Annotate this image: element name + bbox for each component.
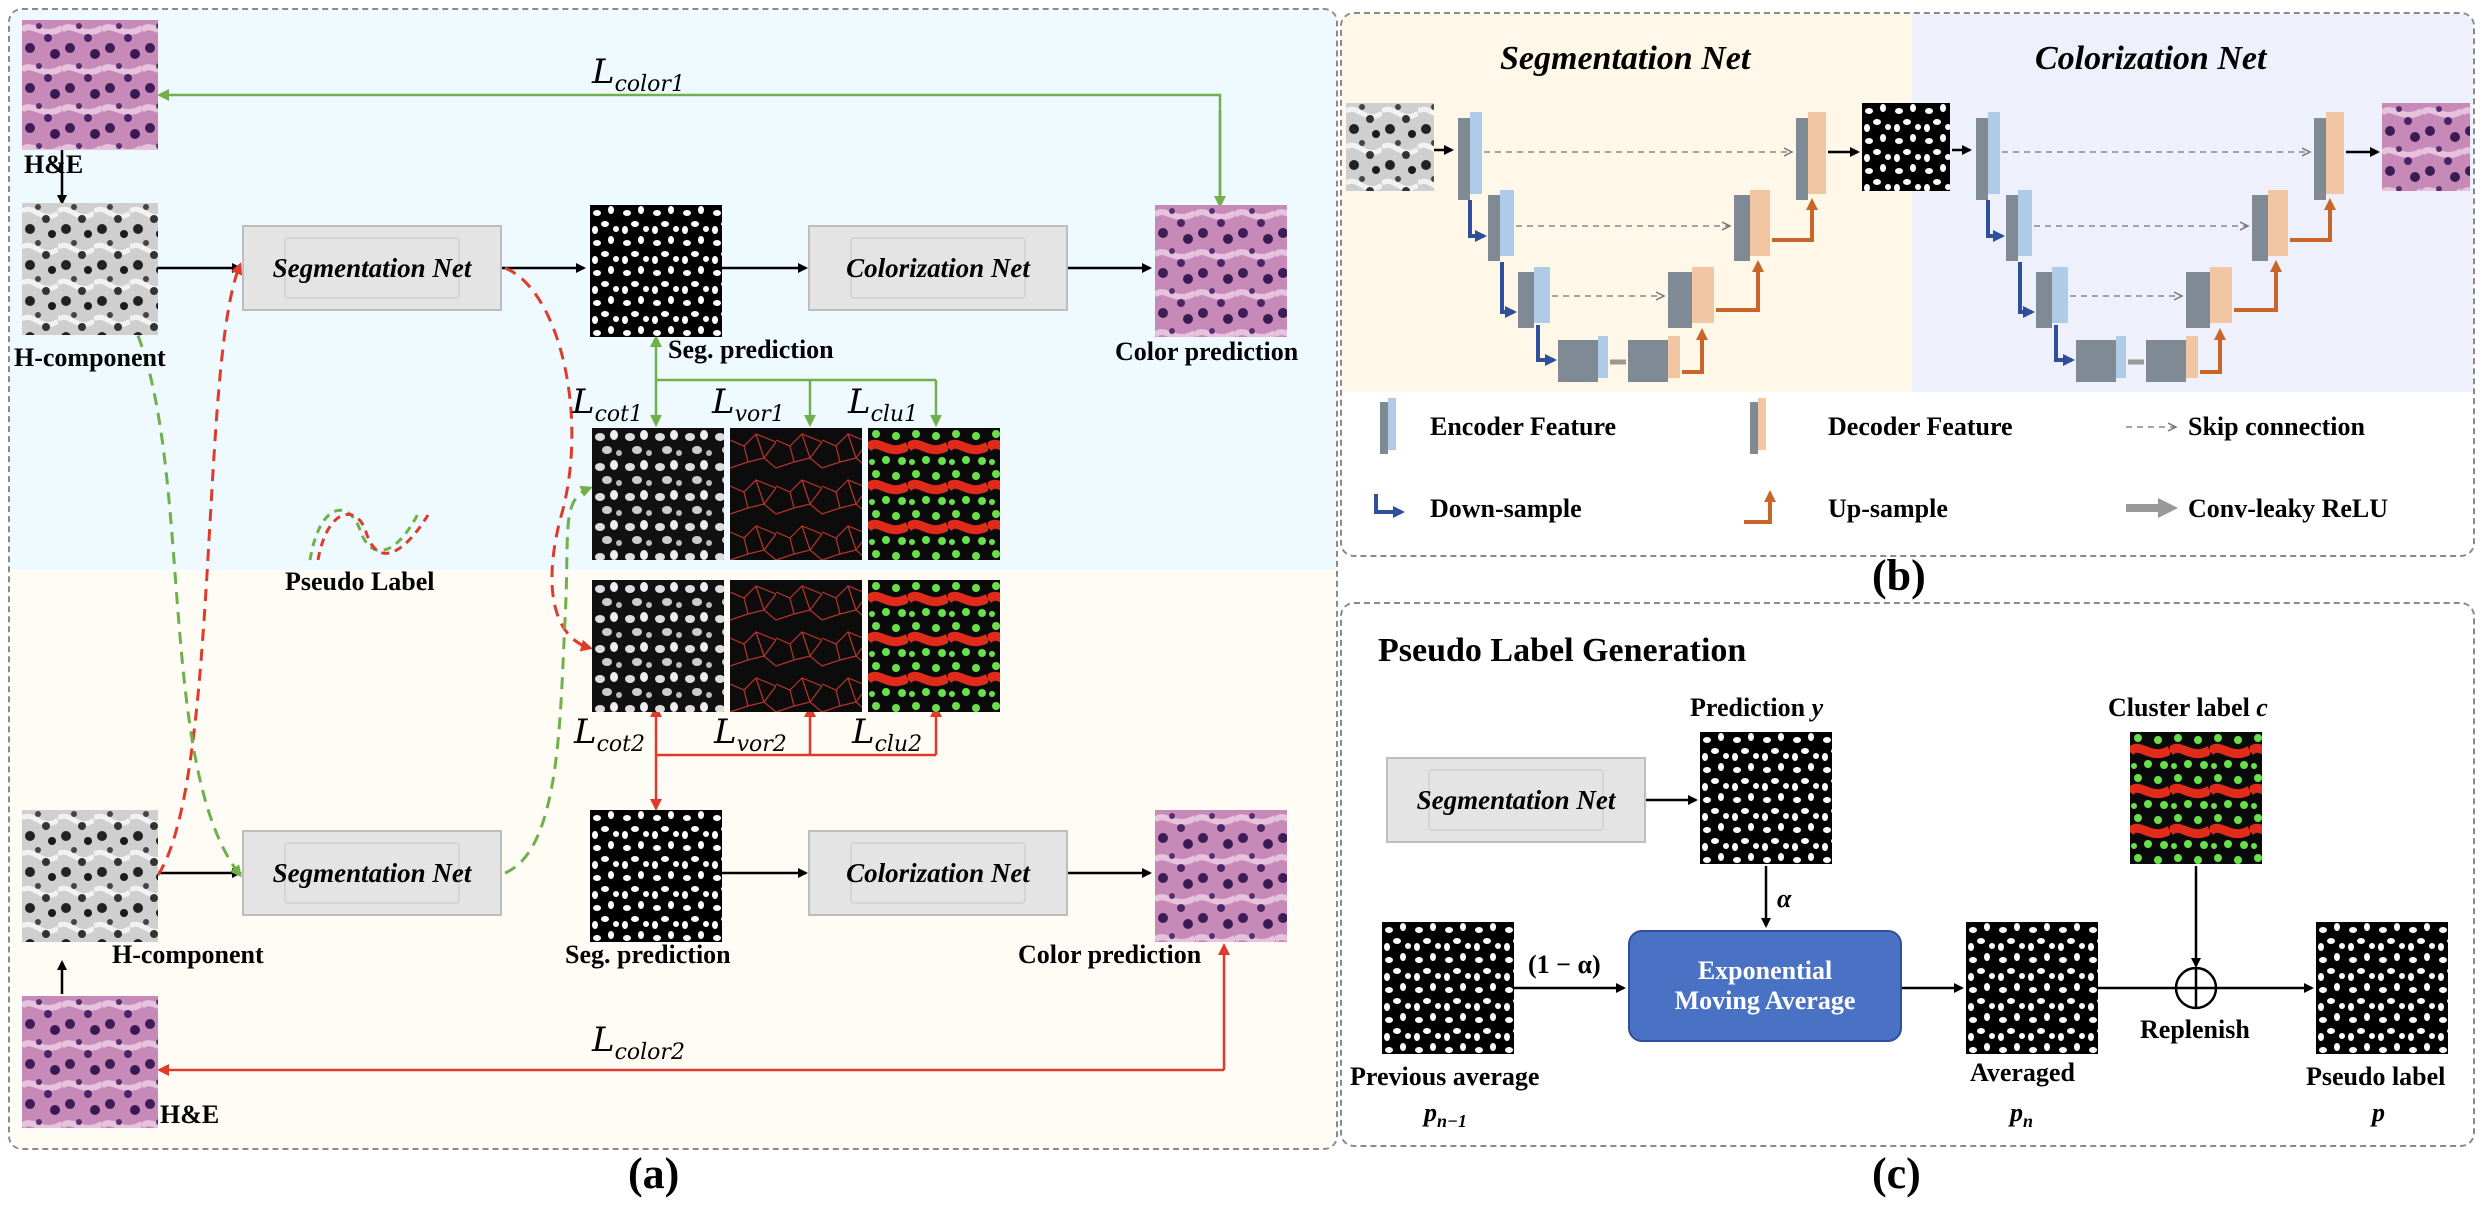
he-label-top: H&E xyxy=(24,150,84,179)
unet-ghost-icon xyxy=(1428,769,1604,831)
loss-clu2: Lclu2 xyxy=(852,712,923,757)
cluster-label-label: Cluster label c xyxy=(2108,693,2268,722)
unet-ghost-icon xyxy=(850,237,1026,299)
averaged-label: Averaged xyxy=(1970,1058,2075,1087)
caption-a: (a) xyxy=(628,1149,680,1198)
ema-box: Exponential Moving Average xyxy=(1628,930,1902,1042)
one-minus-alpha-label: (1 − α) xyxy=(1528,950,1601,979)
unet-output-image xyxy=(2382,103,2470,191)
seg-prediction-label-top: Seg. prediction xyxy=(668,335,834,364)
segmentation-net-box-c: Segmentation Net xyxy=(1386,757,1646,843)
averaged-image xyxy=(1966,922,2098,1054)
segmentation-net-box-top: Segmentation Net xyxy=(242,225,502,311)
color-prediction-image-top xyxy=(1155,205,1287,337)
alpha-label: α xyxy=(1777,884,1792,913)
legend-decoder-label: Decoder Feature xyxy=(1828,412,2013,441)
color-prediction-label-top: Color prediction xyxy=(1115,337,1299,366)
loss-vor2: Lvor2 xyxy=(714,712,787,757)
panel-b xyxy=(1340,12,2475,557)
legend-conv-icon xyxy=(2126,498,2178,518)
replenish-plus-icon xyxy=(2174,966,2218,1010)
seg-prediction-label-bottom: Seg. prediction xyxy=(565,940,731,969)
color-prediction-label-bottom: Color prediction xyxy=(1018,940,1202,969)
seg-prediction-image-bottom xyxy=(590,810,722,942)
he-label-bottom: H&E xyxy=(160,1100,220,1129)
replenish-label: Replenish xyxy=(2140,1015,2250,1044)
ema-line2: Moving Average xyxy=(1674,986,1856,1015)
loss-vor1: Lvor1 xyxy=(712,382,785,427)
color-prediction-image-bottom xyxy=(1155,810,1287,942)
legend-up-icon xyxy=(1744,490,1776,524)
unet-ghost-icon xyxy=(284,842,460,904)
clu-target-image-top xyxy=(868,428,1000,560)
panel-c xyxy=(1340,602,2475,1147)
col-net-title: Colorization Net xyxy=(2035,40,2267,77)
previous-average-image xyxy=(1382,922,1514,1054)
legend-conv-label: Conv-leaky ReLU xyxy=(2188,494,2389,523)
seg-net-title: Segmentation Net xyxy=(1500,40,1751,77)
colorization-net-box-top: Colorization Net xyxy=(808,225,1068,311)
legend-skip-label: Skip connection xyxy=(2188,412,2365,441)
averaged-symbol: pn xyxy=(2010,1098,2034,1132)
segmentation-net-box-bottom: Segmentation Net xyxy=(242,830,502,916)
seg-prediction-image-top xyxy=(590,205,722,337)
loss-clu1: Lclu1 xyxy=(848,382,919,427)
cluster-label-image xyxy=(2130,732,2262,864)
pseudo-label-image xyxy=(2316,922,2448,1054)
vor-target-image-top xyxy=(730,428,862,560)
legend-down-icon xyxy=(1374,494,1405,518)
caption-b: (b) xyxy=(1872,551,1926,600)
legend-down-label: Down-sample xyxy=(1430,494,1582,523)
unet-mid-image xyxy=(1862,103,1950,191)
legend-decoder-icon xyxy=(1750,398,1766,454)
legend-encoder-icon xyxy=(1380,398,1396,454)
loss-cot2: Lcot2 xyxy=(574,712,645,757)
col-unet xyxy=(1952,112,2380,382)
previous-average-symbol: pn−1 xyxy=(1424,1098,1467,1132)
cot-target-image-top xyxy=(592,428,724,560)
pseudo-label-generation-title: Pseudo Label Generation xyxy=(1378,632,1747,669)
prediction-label: Prediction y xyxy=(1690,693,1824,722)
cot-target-image-bottom xyxy=(592,580,724,712)
legend-up-label: Up-sample xyxy=(1828,494,1948,523)
h-component-image-bottom xyxy=(22,810,158,942)
loss-color2: Lcolor2 xyxy=(592,1020,685,1065)
h-component-label-top: H-component xyxy=(14,343,166,372)
previous-average-label: Previous average xyxy=(1350,1062,1540,1091)
unet-input-image xyxy=(1346,103,1434,191)
pseudo-label-legend: Pseudo Label xyxy=(285,567,435,596)
ema-line1: Exponential xyxy=(1697,956,1833,985)
unet-ghost-icon xyxy=(850,842,1026,904)
vor-target-image-bottom xyxy=(730,580,862,712)
pseudo-label-symbol: p xyxy=(2372,1098,2385,1127)
legend-encoder-label: Encoder Feature xyxy=(1430,412,1617,441)
loss-color1: Lcolor1 xyxy=(592,52,685,97)
he-image-bottom xyxy=(22,996,158,1128)
colorization-net-box-bottom: Colorization Net xyxy=(808,830,1068,916)
unet-ghost-icon xyxy=(284,237,460,299)
pseudo-label-output-label: Pseudo label xyxy=(2306,1062,2446,1091)
prediction-image xyxy=(1700,732,1832,864)
clu-target-image-bottom xyxy=(868,580,1000,712)
seg-unet xyxy=(1434,112,1860,382)
h-component-image-top xyxy=(22,203,158,335)
he-image-top xyxy=(22,20,158,150)
caption-c: (c) xyxy=(1872,1149,1921,1198)
loss-cot1: Lcot1 xyxy=(572,382,643,427)
h-component-label-bottom: H-component xyxy=(112,940,264,969)
